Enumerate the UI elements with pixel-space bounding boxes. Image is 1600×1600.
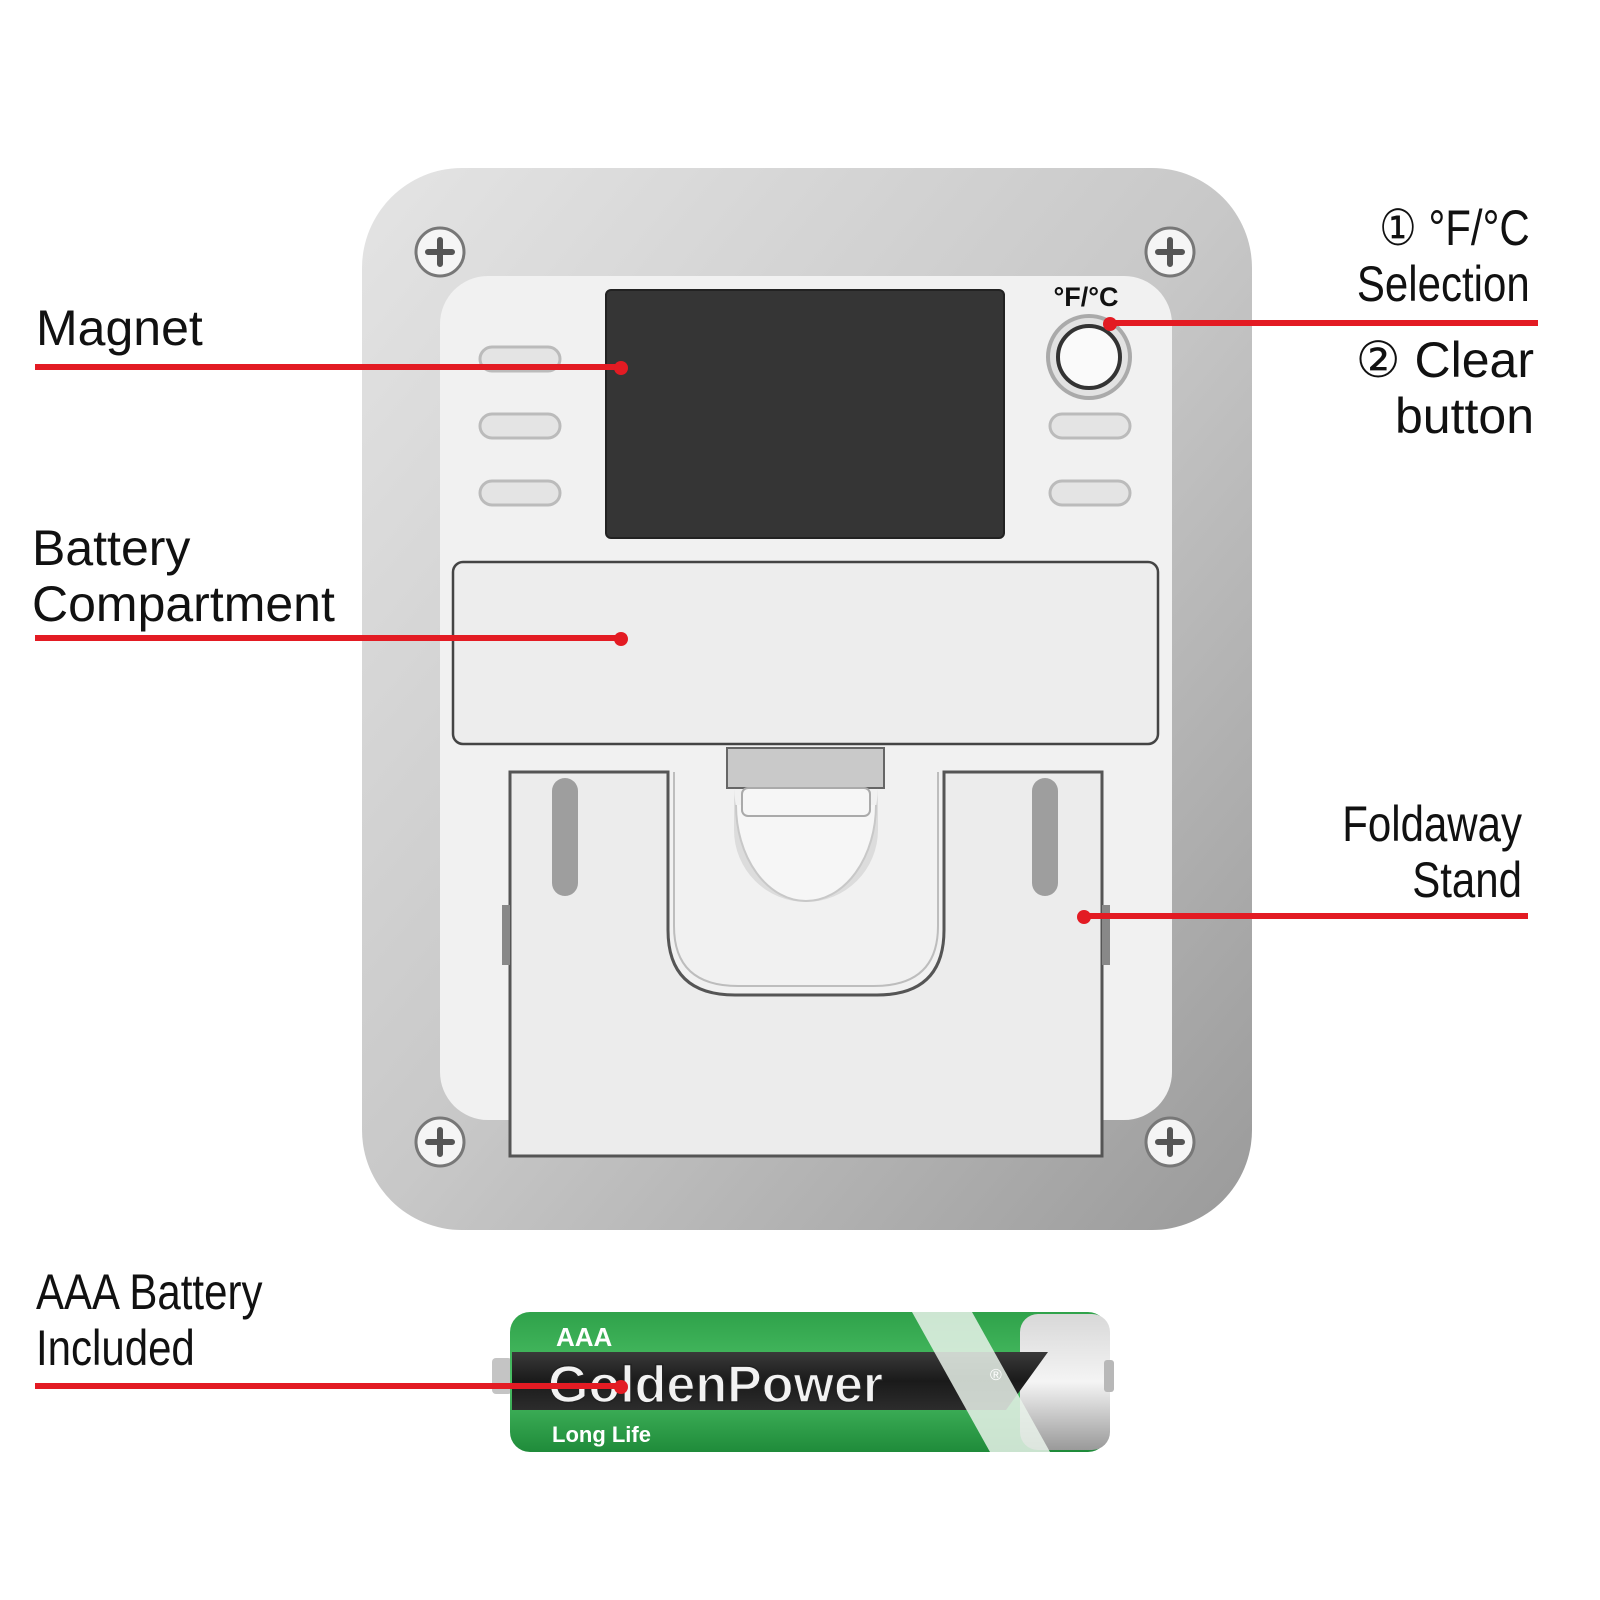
stand-side-clip: [502, 905, 510, 965]
label-line: Selection: [1357, 256, 1530, 312]
label-line: button: [1394, 388, 1534, 444]
battery-positive-cap: [1020, 1314, 1110, 1450]
screw-icon: [414, 1116, 466, 1168]
label-line: Magnet: [36, 300, 203, 356]
screw-icon: [414, 226, 466, 278]
battery-size-label: AAA: [556, 1322, 613, 1352]
callout-magnet-dot: [614, 361, 628, 375]
label-line: Foldaway: [1342, 796, 1522, 852]
screw-icon: [1144, 226, 1196, 278]
label-line: AAA Battery: [36, 1264, 263, 1320]
callout-foldaway-stand-leader: [1084, 913, 1528, 919]
label-line: Included: [36, 1320, 195, 1376]
label-line: ① °F/°C: [1379, 200, 1530, 256]
callout-foldaway-stand-dot: [1077, 910, 1091, 924]
label-line: Battery: [32, 520, 191, 576]
unit-clear-button[interactable]: [1056, 324, 1122, 390]
stand-panel: [508, 770, 1104, 1158]
callout-battery-compartment-label: Battery Compartment: [32, 520, 335, 632]
battery-brand-band: [512, 1352, 1048, 1410]
stand-latch: [741, 787, 871, 817]
foldaway-stand: [502, 747, 1110, 1158]
stand-cutout-edge: [673, 772, 939, 987]
stand-slot: [1032, 778, 1058, 896]
callout-selection-dot: [1103, 317, 1117, 331]
callout-battery-compartment-leader: [35, 635, 621, 641]
thermometer-device: °F/°C: [362, 168, 1252, 1230]
callout-foldaway-stand-label: Foldaway Stand: [1342, 796, 1522, 908]
callout-magnet-leader: [35, 364, 621, 370]
label-line: Stand: [1412, 852, 1522, 908]
label-line: ② Clear: [1355, 332, 1534, 388]
stand-hinge: [726, 747, 885, 789]
callout-aaa-battery-label: AAA Battery Included: [36, 1264, 262, 1376]
callout-aaa-battery-dot: [614, 1380, 628, 1394]
callout-selection-label: ① °F/°C Selection: [1357, 200, 1530, 312]
aaa-battery: AAA GoldenPower ® Long Life: [492, 1312, 1114, 1452]
callout-magnet-label: Magnet: [36, 300, 203, 356]
button-label: °F/°C: [1053, 282, 1118, 312]
callout-selection-leader: [1110, 320, 1538, 326]
battery-tagline: Long Life: [552, 1422, 651, 1447]
stand-slot: [552, 778, 578, 896]
battery-compartment-cover: [451, 560, 1160, 746]
stand-side-clip: [1102, 905, 1110, 965]
callout-aaa-battery-leader: [35, 1383, 621, 1389]
label-line: Compartment: [32, 576, 335, 632]
vent-slots: [478, 345, 1132, 507]
magnet-plate: [605, 289, 1005, 539]
screw-icon: [1144, 1116, 1196, 1168]
battery-brand-logo: GoldenPower: [548, 1356, 883, 1414]
battery-registered-mark: ®: [990, 1367, 1002, 1384]
callout-battery-compartment-dot: [614, 632, 628, 646]
callout-clear-button-label: ② Clear button: [1356, 332, 1534, 444]
